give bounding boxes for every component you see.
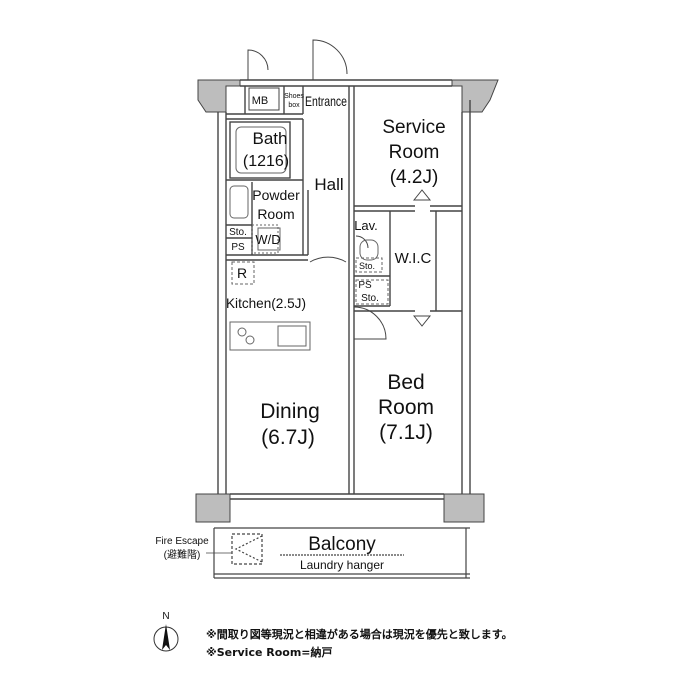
bath-size-label: (1216) — [243, 153, 289, 170]
service-room-size-label: (4.2J) — [390, 167, 439, 188]
ps-right-label: PS — [358, 280, 372, 291]
wd-label: W/D — [255, 232, 280, 247]
mb-label: MB — [252, 95, 269, 107]
north-compass-icon: N — [153, 611, 179, 652]
balcony-label: Balcony — [308, 534, 376, 555]
lav-label: Lav. — [354, 218, 378, 233]
wic-label: W.I.C — [395, 250, 432, 267]
shoes-box-label-line1: Shoes — [284, 93, 304, 100]
bed-room-label-line1: Bed — [387, 371, 424, 394]
hall-label: Hall — [314, 175, 343, 194]
doors — [247, 39, 432, 340]
fire-escape-label-line2: (避難階) — [164, 548, 201, 561]
powder-room-label-line2: Room — [257, 206, 294, 222]
service-room-label-line1: Service — [382, 117, 445, 138]
bed-room-label-line2: Room — [378, 396, 434, 419]
structural-columns — [195, 79, 499, 523]
dining-size-label: (6.7J) — [261, 426, 315, 449]
shoes-box-label-line2: box — [288, 102, 300, 109]
dining-label: Dining — [260, 400, 320, 423]
sto-left-label: Sto. — [229, 227, 247, 238]
fire-escape-label-line1: Fire Escape — [155, 536, 209, 547]
bath-label: Bath — [253, 129, 288, 148]
fixtures — [229, 126, 389, 351]
interior-walls — [226, 86, 462, 494]
bed-room-size-label: (7.1J) — [379, 421, 433, 444]
service-room-note: ※Service Room=納戸 — [206, 646, 333, 659]
refrigerator-label: R — [237, 265, 247, 281]
kitchen-label: Kitchen(2.5J) — [226, 295, 306, 311]
north-label: N — [162, 611, 169, 622]
sto-right-label: Sto. — [361, 293, 379, 304]
disclaimer-note: ※間取り図等現況と相違がある場合は現況を優先と致します。 — [206, 628, 513, 641]
exterior-walls — [217, 79, 471, 500]
ps-left-label: PS — [231, 242, 245, 253]
powder-room-label-line1: Powder — [252, 187, 300, 203]
balcony-area — [213, 527, 470, 579]
service-room-label-line2: Room — [389, 142, 440, 163]
sto-lav-label: Sto. — [359, 261, 375, 271]
laundry-hanger-label: Laundry hanger — [300, 558, 384, 572]
entrance-label: Entrance — [305, 93, 347, 109]
